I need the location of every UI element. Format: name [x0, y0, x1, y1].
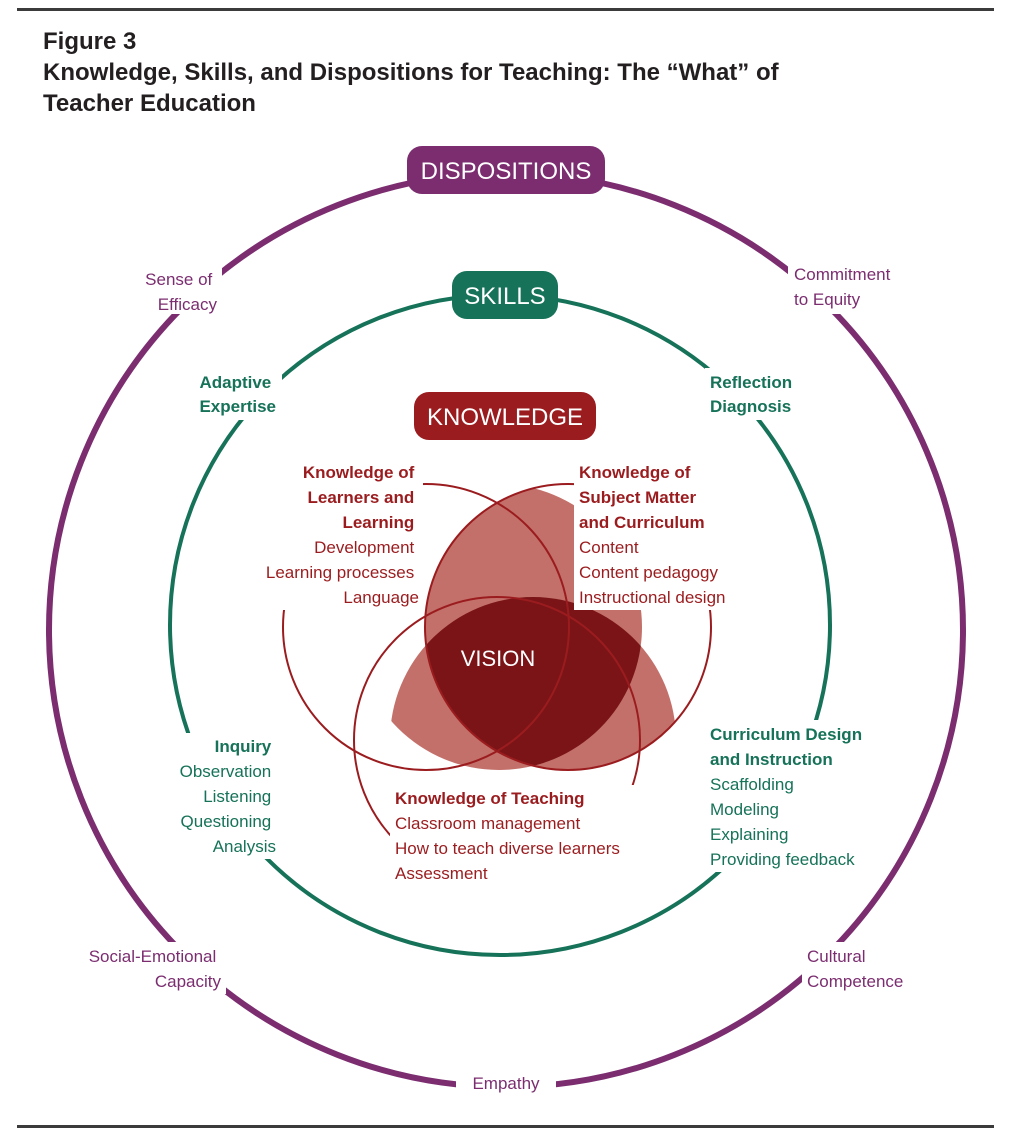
- figure-title-line-1: Knowledge, Skills, and Dispositions for …: [43, 59, 779, 86]
- vision-label: VISION: [461, 646, 536, 671]
- knowledge-teaching: Knowledge of Teaching Classroom manageme…: [395, 789, 625, 883]
- knowledge-badge: [414, 392, 596, 440]
- dispositions-badge: [407, 146, 605, 194]
- knowledge-learners: Knowledge of Learners and Learning Devel…: [266, 463, 419, 607]
- skills-label: SKILLS: [464, 283, 545, 310]
- bottom-rule: [17, 1125, 994, 1128]
- figure-label: Figure 3: [43, 28, 137, 55]
- disposition-cultural: Cultural Competence: [807, 947, 903, 991]
- figure-heading: Figure 3 Knowledge, Skills, and Disposit…: [43, 26, 943, 119]
- skill-curriculum-design: Curriculum Design and Instruction Scaffo…: [710, 725, 867, 869]
- disposition-social-emotional: Social-Emotional Capacity: [89, 947, 222, 991]
- knowledge-label: KNOWLEDGE: [427, 404, 583, 431]
- venn-circle-subject-matter: [424, 483, 712, 771]
- skills-badge: [452, 271, 558, 319]
- skill-adaptive-expertise: Adaptive Expertise: [199, 373, 276, 416]
- dispositions-label: DISPOSITIONS: [421, 158, 592, 185]
- venn-circle-learners: [282, 483, 570, 771]
- skill-inquiry: Inquiry Observation Listening Questionin…: [180, 737, 276, 856]
- disposition-equity: Commitment to Equity: [794, 265, 895, 309]
- skill-reflection-diagnosis: Reflection Diagnosis: [710, 373, 797, 416]
- disposition-efficacy: Sense of Efficacy: [145, 270, 217, 314]
- knowledge-subject-matter: Knowledge of Subject Matter and Curricul…: [579, 463, 725, 607]
- vision-region: [425, 597, 642, 770]
- top-rule: [17, 8, 994, 11]
- figure-title-line-2: Teacher Education: [43, 90, 256, 117]
- disposition-empathy: Empathy: [472, 1074, 540, 1093]
